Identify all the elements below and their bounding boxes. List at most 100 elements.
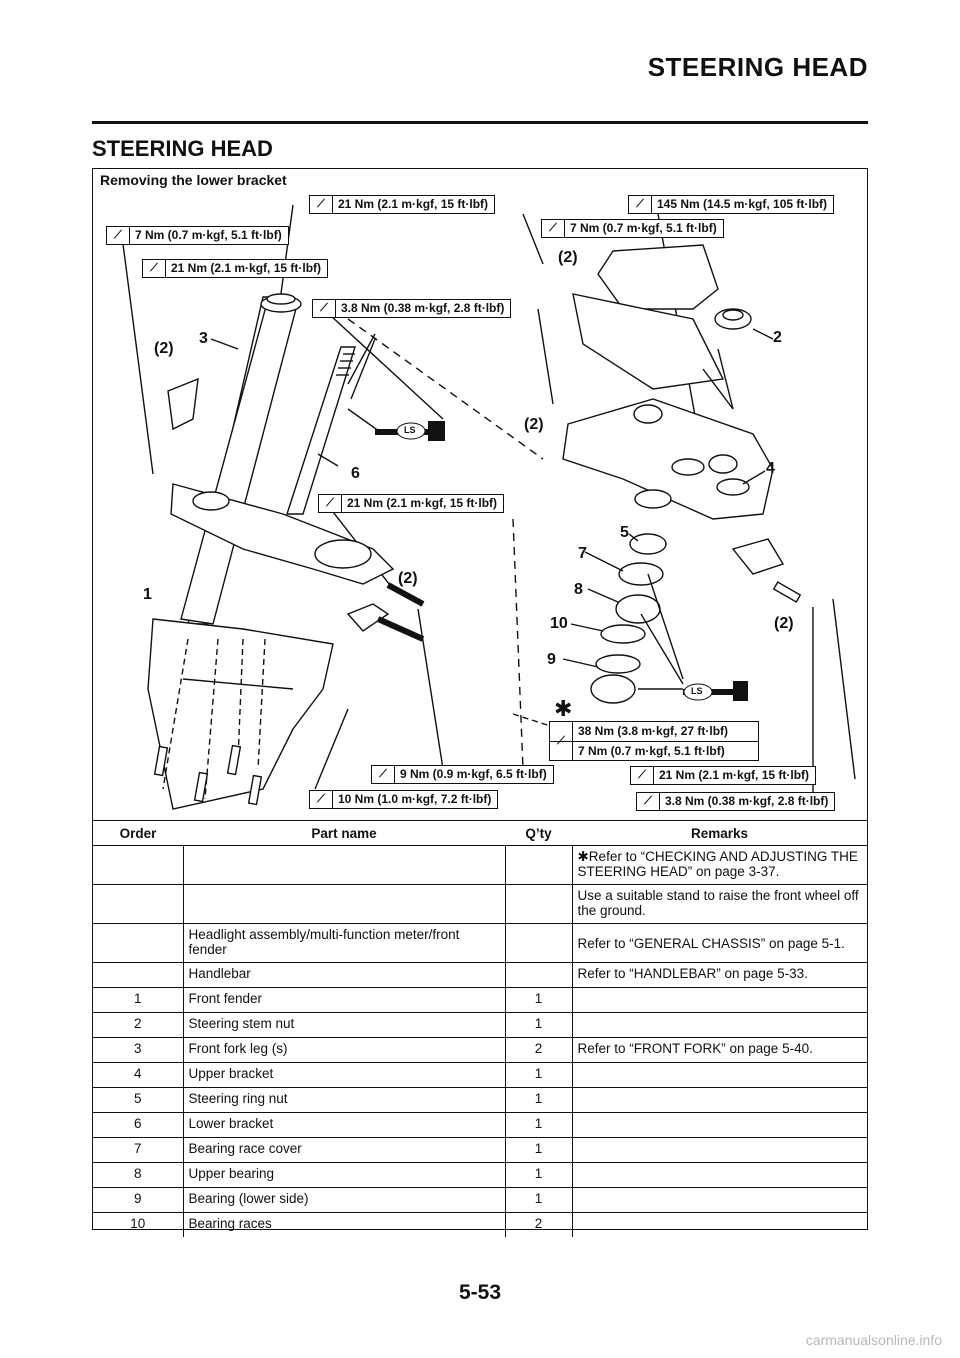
torque-wrench-icon: ⟋: [107, 227, 130, 244]
ls-arrow-upper: [375, 421, 445, 441]
torque-label: ⟋ 21 Nm (2.1 m·kgf, 15 ft·lbf): [142, 259, 329, 278]
torque-label: ⟋ 145 Nm (14.5 m·kgf, 105 ft·lbf): [628, 195, 835, 214]
page-number: 5-53: [458, 1281, 502, 1304]
page-header-title: STEERING HEAD: [647, 52, 868, 82]
bearing-race-upper: [600, 624, 646, 644]
table-row: Handlebar Refer to “HANDLEBAR” on page 5…: [93, 962, 867, 988]
callout-qty: (2): [558, 249, 578, 266]
leader-line: [522, 213, 544, 265]
star-icon: ✱: [554, 696, 573, 721]
torque-value: 9 Nm (0.9 m·kgf, 6.5 ft·lbf): [400, 767, 547, 781]
torque-label: ⟋ 7 Nm (0.7 m·kgf, 5.1 ft·lbf): [541, 219, 724, 238]
torque-wrench-icon: ⟋: [629, 196, 652, 213]
hose-guide-right: [346, 603, 390, 632]
upper-bearing: [615, 594, 661, 624]
ls-arrow-lower: [683, 681, 748, 701]
leader-line: [317, 303, 444, 420]
torque-wrench-icon: ⟋: [631, 767, 654, 784]
table-row: 1 Front fender 1: [93, 987, 867, 1013]
torque-wrench-icon: ⟋: [310, 791, 333, 808]
figure-frame: Removing the lower bracket: [92, 168, 868, 1237]
bearing-race-cover: [618, 562, 664, 586]
torque-value: 7 Nm (0.7 m·kgf, 5.1 ft·lbf): [570, 221, 717, 235]
torque-value: 10 Nm (1.0 m·kgf, 7.2 ft·lbf): [338, 792, 492, 806]
torque-value: 21 Nm (2.1 m·kgf, 15 ft·lbf): [659, 768, 810, 782]
table-row: 5 Steering ring nut 1: [93, 1087, 867, 1113]
callout-4: 4: [766, 460, 775, 477]
column-header-order: Order: [93, 820, 183, 846]
torque-label: ⟋ 21 Nm (2.1 m·kgf, 15 ft·lbf): [309, 195, 496, 214]
torque-value: 3.8 Nm (0.38 m·kgf, 2.8 ft·lbf): [341, 301, 505, 315]
hose-guide-left: [167, 377, 199, 431]
table-row: Use a suitable stand to raise the front …: [93, 884, 867, 924]
column-header-qty: Q’ty: [505, 820, 572, 846]
table-row: 10 Bearing races 2: [93, 1212, 867, 1237]
torque-label: ⟋ 3.8 Nm (0.38 m·kgf, 2.8 ft·lbf): [312, 299, 512, 318]
torque-value: 21 Nm (2.1 m·kgf, 15 ft·lbf): [347, 496, 498, 510]
torque-label-double: ⟋ 38 Nm (3.8 m·kgf, 27 ft·lbf) 7 Nm (0.7…: [549, 721, 759, 761]
column-header-remarks: Remarks: [572, 820, 867, 846]
leader-line: [512, 518, 524, 770]
leader-line: [314, 708, 349, 790]
lower-bearing: [590, 674, 636, 704]
leader-line: [122, 243, 154, 475]
leader-line: [417, 608, 444, 770]
ls-label: LS: [691, 686, 703, 696]
header-rule: [92, 121, 868, 124]
torque-wrench-icon: ⟋: [372, 766, 395, 783]
torque-label: ⟋ 9 Nm (0.9 m·kgf, 6.5 ft·lbf): [371, 765, 554, 784]
table-row: 3 Front fork leg (s) 2 Refer to “FRONT F…: [93, 1037, 867, 1063]
table-row: Headlight assembly/multi-function meter/…: [93, 923, 867, 963]
torque-value: 3.8 Nm (0.38 m·kgf, 2.8 ft·lbf): [665, 794, 829, 808]
callout-8: 8: [574, 581, 583, 598]
callout-7: 7: [578, 545, 587, 562]
leader-line: [347, 318, 544, 460]
leader-line: [832, 598, 856, 780]
callout-qty: (2): [154, 340, 174, 357]
torque-wrench-icon: ⟋: [319, 495, 342, 512]
torque-wrench-icon: ⟋: [637, 793, 660, 810]
callout-qty: (2): [398, 570, 418, 587]
torque-label: ⟋ 7 Nm (0.7 m·kgf, 5.1 ft·lbf): [106, 226, 289, 245]
torque-label: ⟋ 21 Nm (2.1 m·kgf, 15 ft·lbf): [630, 766, 817, 785]
torque-label: ⟋ 3.8 Nm (0.38 m·kgf, 2.8 ft·lbf): [636, 792, 836, 811]
torque-wrench-icon: ⟋: [143, 260, 166, 277]
multi-function-meter: [597, 244, 719, 310]
callout-5: 5: [620, 524, 629, 541]
callout-qty: (2): [524, 416, 544, 433]
torque-wrench-icon: ⟋: [313, 300, 336, 317]
bearing-race-lower: [595, 654, 641, 674]
parts-table: Order Part name Q’ty Remarks ✱Refer to “…: [93, 820, 867, 1237]
leader-line: [537, 308, 554, 405]
watermark: carmanualsonline.info: [805, 1332, 942, 1348]
torque-value: 21 Nm (2.1 m·kgf, 15 ft·lbf): [338, 197, 489, 211]
table-row: ✱Refer to “CHECKING AND ADJUSTING THE ST…: [93, 845, 867, 885]
torque-wrench-icon: ⟋: [310, 196, 333, 213]
exploded-diagram: [122, 204, 856, 810]
callout-3: 3: [199, 330, 208, 347]
ls-label: LS: [404, 425, 416, 435]
torque-value: 21 Nm (2.1 m·kgf, 15 ft·lbf): [171, 261, 322, 275]
torque-value: 7 Nm (0.7 m·kgf, 5.1 ft·lbf): [135, 228, 282, 242]
torque-value: 145 Nm (14.5 m·kgf, 105 ft·lbf): [657, 197, 828, 211]
torque-label: ⟋ 21 Nm (2.1 m·kgf, 15 ft·lbf): [318, 494, 505, 513]
table-header-row: Order Part name Q’ty Remarks: [93, 820, 867, 846]
fender-bolts: [153, 744, 263, 806]
callout-9: 9: [547, 651, 556, 668]
table-row: 2 Steering stem nut 1: [93, 1012, 867, 1038]
callout-2: 2: [773, 329, 782, 346]
section-title: STEERING HEAD: [92, 136, 273, 161]
torque-wrench-icon: ⟋: [550, 722, 573, 760]
hose-guide-upper-right: [731, 538, 785, 575]
table-row: 7 Bearing race cover 1: [93, 1137, 867, 1163]
callout-10: 10: [550, 615, 568, 632]
table-row: 6 Lower bracket 1: [93, 1112, 867, 1138]
torque-label: ⟋ 10 Nm (1.0 m·kgf, 7.2 ft·lbf): [309, 790, 499, 809]
table-row: 9 Bearing (lower side) 1: [93, 1187, 867, 1213]
torque-wrench-icon: ⟋: [542, 220, 565, 237]
callout-qty: (2): [774, 615, 794, 632]
torque-value: 7 Nm (0.7 m·kgf, 5.1 ft·lbf): [550, 741, 758, 761]
meter-bracket: [572, 293, 725, 390]
steering-ring-nut: [629, 533, 667, 555]
callout-6: 6: [351, 465, 360, 482]
